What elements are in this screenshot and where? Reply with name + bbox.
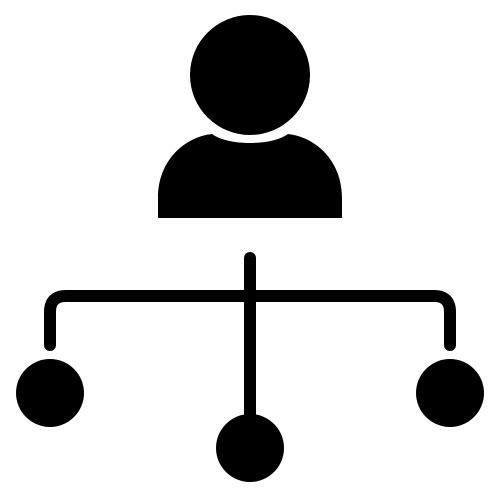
center-node-icon — [216, 414, 284, 482]
right-node-icon — [416, 359, 484, 427]
person-head-icon — [190, 15, 310, 135]
left-node-icon — [16, 359, 84, 427]
person-body-icon — [158, 134, 342, 218]
watermark-id-text: 1302590554 — [0, 420, 3, 484]
